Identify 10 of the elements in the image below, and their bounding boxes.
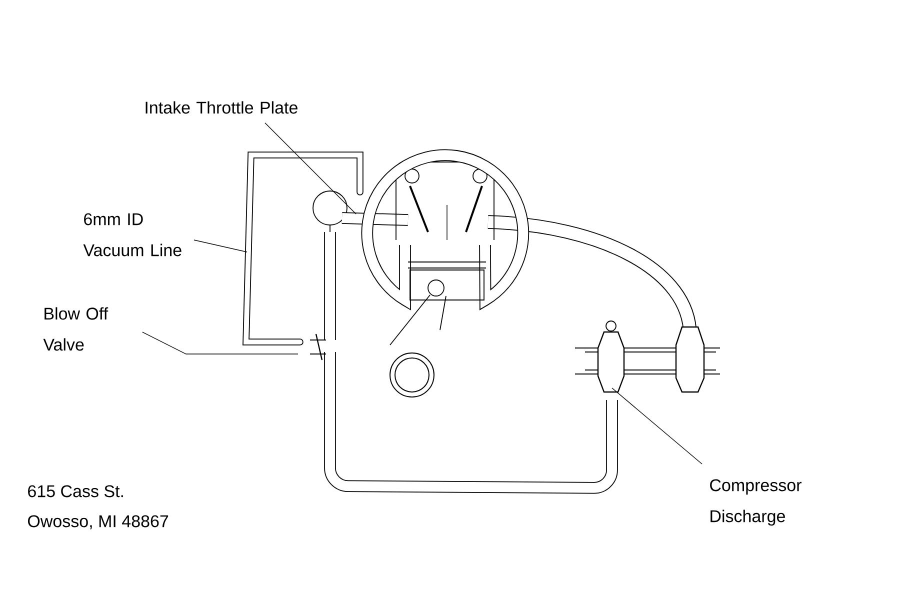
callout-text: Compressor Discharge xyxy=(710,479,802,526)
callout-text: Blow Off Valve xyxy=(43,307,108,351)
leader-line xyxy=(194,240,248,252)
callout-text: Intake Throttle Plate xyxy=(146,101,298,114)
leader-line xyxy=(612,388,702,464)
leader-line xyxy=(142,332,298,354)
address-text: 615 Cass St. xyxy=(28,485,123,498)
leader-line xyxy=(264,122,356,214)
address-text: Owosso, MI 48867 xyxy=(28,515,168,530)
callout-text: 6mm ID Vacuum Line xyxy=(83,213,182,256)
